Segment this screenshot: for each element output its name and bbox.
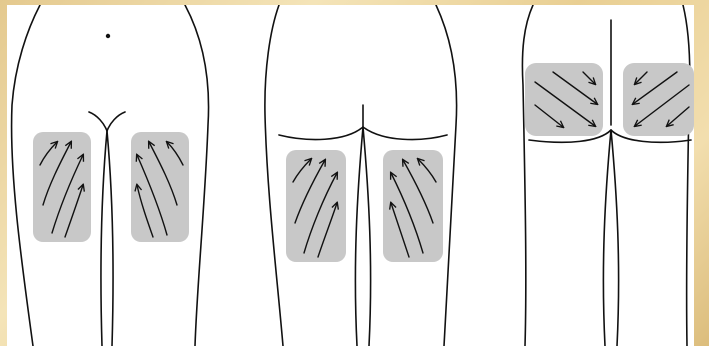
inner-leg-right [611,130,619,346]
gluteal-fold-left [279,127,363,140]
inner-leg-left [355,127,363,346]
massage-zone-front-left-thigh [131,132,189,242]
diagram-panel [7,5,694,346]
figure-buttocks [522,5,694,346]
massage-diagram [7,5,694,346]
crotch-line [89,112,125,131]
navel-mark [106,34,110,38]
body-outline-left [522,5,533,346]
figure-front-thighs [12,5,209,346]
gluteal-fold-right [363,127,447,140]
body-outline-left [265,5,283,346]
figure-back-thighs [265,5,457,346]
inner-leg-left [101,131,107,346]
inner-leg-right [107,131,113,346]
body-outline-right [683,5,690,346]
massage-zone-back-right-thigh [286,150,346,262]
inner-leg-left [603,130,611,346]
massage-zone-left-buttock [623,63,694,136]
inner-leg-right [363,127,371,346]
